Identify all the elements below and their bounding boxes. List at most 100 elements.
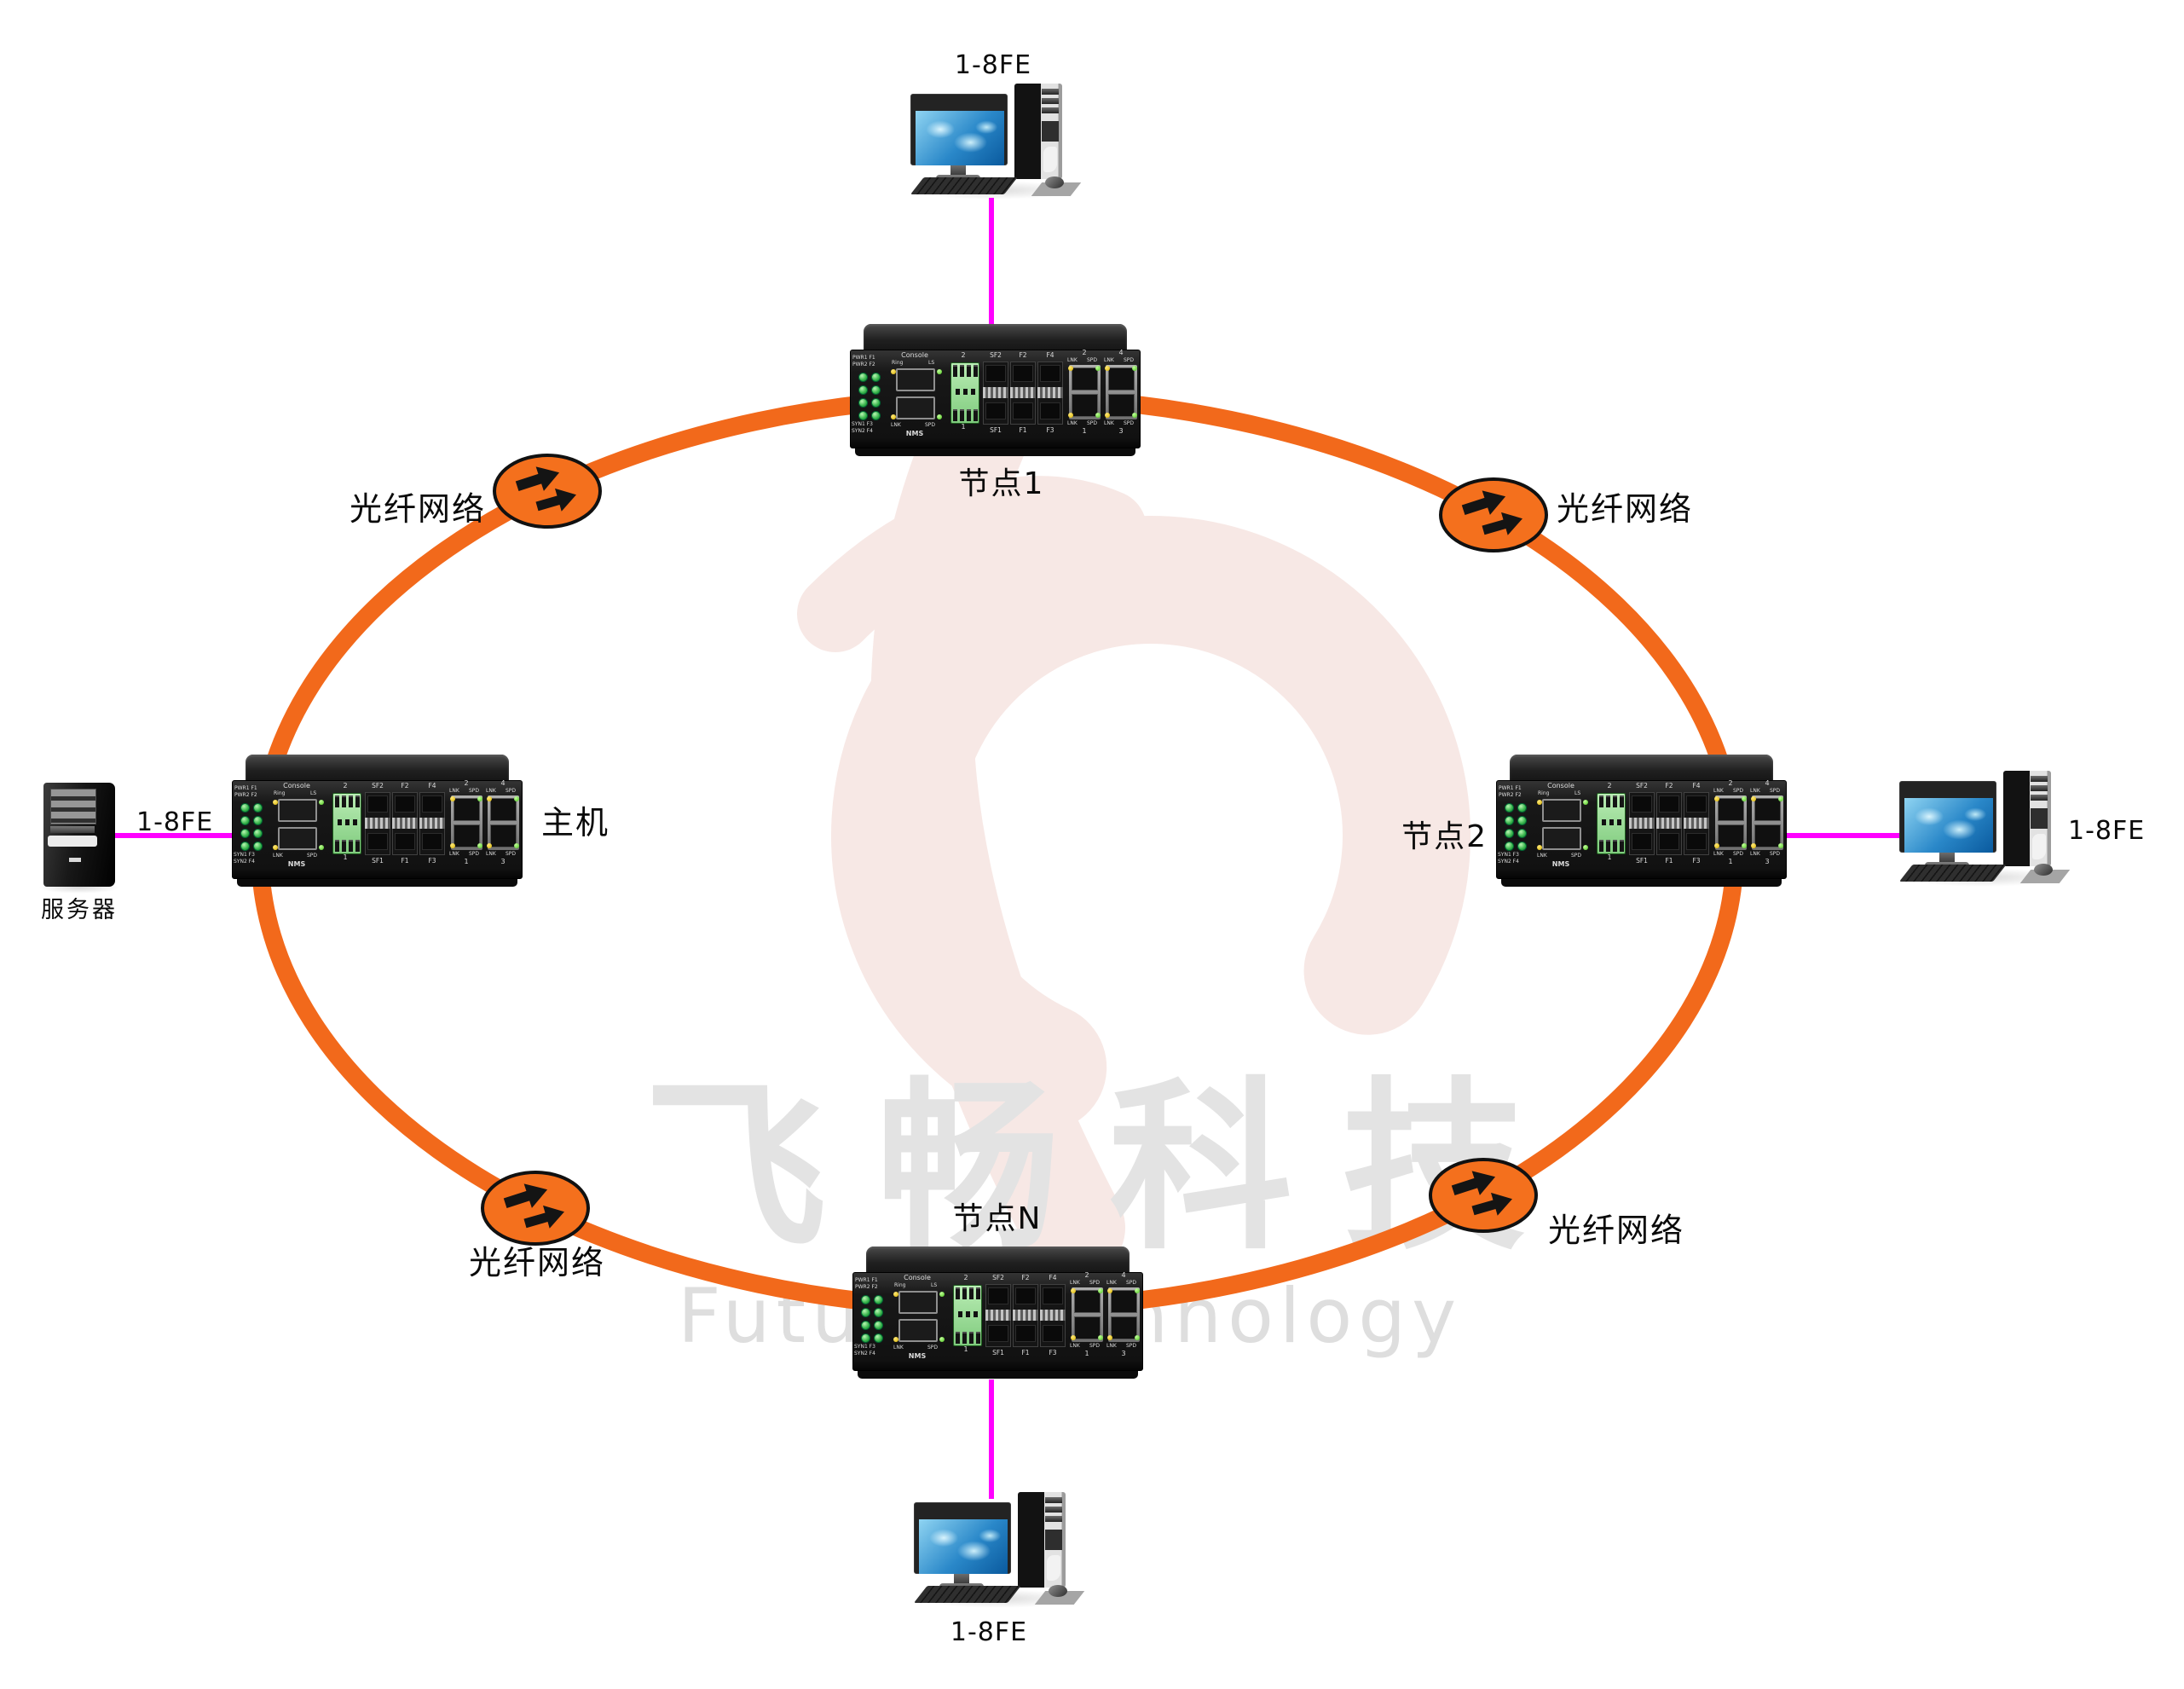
console-label: Console (901, 351, 928, 359)
fiber-network-icon (1427, 1156, 1540, 1235)
sfp-label: F4 (1049, 1274, 1057, 1281)
spd-label: SPD (469, 788, 480, 794)
fiber-network-label: 光纤网络 (349, 490, 486, 528)
terminal-pin (342, 840, 346, 852)
ethernet-link-right (1785, 833, 1911, 838)
speed-led (1742, 843, 1747, 848)
console-rj45-port (896, 368, 935, 391)
terminal-pin (960, 365, 964, 377)
pc-screen-worldmap (1904, 798, 1993, 853)
node2-label: 节点2 (1401, 819, 1488, 854)
status-led (874, 1295, 883, 1304)
server-body (43, 783, 115, 887)
status-led (240, 803, 250, 813)
speed-led (1132, 366, 1137, 371)
terminal-pin (1599, 795, 1603, 807)
rj-port-number: 2 (1728, 779, 1733, 787)
spd-label: SPD (1770, 851, 1781, 857)
sfp-slot (985, 365, 1006, 382)
speed-led (514, 843, 519, 848)
sfp-label: F2 (1019, 351, 1027, 359)
drive-bay (2031, 795, 2048, 801)
terminal-screw (963, 389, 968, 395)
link-led (1068, 366, 1073, 371)
status-led (240, 829, 250, 838)
link-led (450, 843, 455, 848)
sfp-label: F2 (1665, 782, 1673, 790)
switch-host: PWR1 F1 PWR2 F2 SYN1 F3 SYN2 F4 Console … (232, 755, 523, 888)
sfp-label: SF1 (1636, 857, 1648, 865)
lnk-label: LNK (449, 851, 459, 857)
rj45-port (1754, 798, 1781, 821)
monitor-stand (954, 1574, 969, 1584)
pc-monitor (914, 1502, 1011, 1574)
status-led (861, 1321, 870, 1330)
fiber-network-label: 光纤网络 (468, 1244, 605, 1281)
speed-led (1135, 1335, 1140, 1340)
spd-label: SPD (927, 1345, 939, 1351)
pwr2-label: PWR2 F2 (1499, 792, 1522, 798)
rj45-port (454, 824, 480, 847)
ethernet-link-top (989, 198, 994, 326)
pwr1-label: PWR1 F1 (234, 785, 257, 791)
lnk-label: LNK (1713, 788, 1724, 794)
terminal-pin (1613, 840, 1617, 852)
speed-led (319, 845, 324, 850)
terminal-pin (967, 365, 971, 377)
sfp-label: F1 (1665, 857, 1673, 865)
terminal-pin (969, 1287, 974, 1299)
sfp-latch (1656, 818, 1682, 829)
terminal-screw (971, 389, 975, 395)
terminal-pin (974, 365, 978, 377)
nms-label: NMS (1551, 860, 1570, 868)
rj-port-number: 4 (1118, 349, 1124, 356)
terminal-screw (958, 1311, 962, 1317)
terminal-pin (953, 365, 957, 377)
rj-port-number: 2 (1082, 349, 1087, 356)
pc-tower (1018, 1492, 1066, 1588)
rj45-port (1074, 1290, 1101, 1313)
drive-bay (1042, 98, 1059, 104)
spd-label: SPD (1089, 1343, 1101, 1349)
sfp-slot (1043, 1287, 1063, 1304)
sfp-latch (392, 818, 418, 829)
sfp-slot (988, 1287, 1008, 1304)
power-terminal-block (950, 362, 979, 424)
link-label-top: 1-8FE (954, 50, 1032, 80)
sfp-slot (1040, 365, 1060, 382)
pc-mouse (2034, 864, 2053, 876)
spd-label: SPD (1089, 1280, 1101, 1286)
rj-port-number: 3 (1121, 1350, 1126, 1357)
sfp-latch (1010, 387, 1036, 398)
speed-led (1583, 845, 1588, 850)
terminal-bottom-label: 1 (963, 1345, 968, 1353)
terminal-pin (956, 1332, 960, 1344)
sfp-label: SF1 (372, 857, 384, 865)
pc-screen-worldmap (919, 1519, 1008, 1574)
pc-mouse (1049, 1585, 1067, 1597)
lnk-label: LNK (1713, 851, 1724, 857)
console-rj45-port (896, 396, 935, 419)
power-terminal-block (953, 1285, 982, 1346)
syn2-label: SYN2 F4 (1498, 859, 1519, 865)
sfp-slot (1013, 402, 1033, 419)
sfp-label: F3 (1046, 426, 1054, 434)
status-led (858, 411, 868, 420)
pc-mouse (1045, 176, 1064, 188)
server-label: 服务器 (41, 897, 118, 923)
ls-port-label: LS (931, 1282, 938, 1288)
syn1-label: SYN1 F3 (854, 1344, 875, 1350)
sfp-slot (988, 1325, 1008, 1342)
rj45-port (1074, 1316, 1101, 1339)
rj-port-number: 1 (1728, 858, 1733, 865)
sfp-label: F3 (1692, 857, 1701, 865)
sfp-slot (985, 402, 1006, 419)
terminal-pin (1620, 840, 1624, 852)
sfp-slot (395, 795, 415, 813)
rj45-port (1108, 367, 1135, 390)
terminal-pin (355, 840, 360, 852)
pwr2-label: PWR2 F2 (855, 1284, 878, 1290)
switch-top-cover (246, 755, 509, 784)
link-led (273, 845, 278, 850)
server-tower (38, 783, 120, 894)
